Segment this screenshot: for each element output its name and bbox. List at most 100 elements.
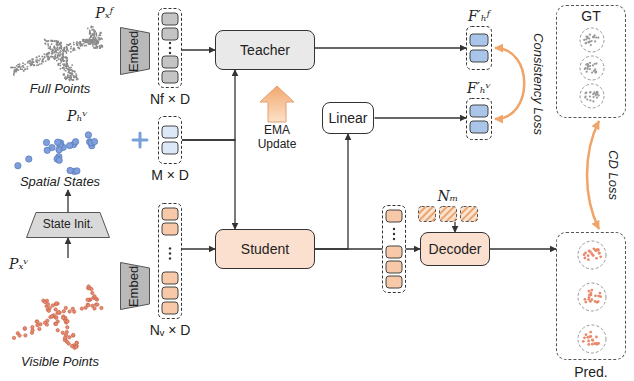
point: [57, 310, 60, 313]
point: [56, 52, 58, 54]
point: [62, 53, 64, 55]
point: [69, 80, 71, 82]
point: [94, 32, 96, 34]
point: [65, 330, 68, 333]
point: [62, 49, 64, 51]
point: [91, 291, 94, 294]
point: [63, 50, 65, 52]
point: [72, 139, 78, 145]
point: [84, 45, 86, 47]
point: [586, 98, 588, 100]
point: [56, 60, 58, 62]
point: [73, 44, 75, 46]
point: [66, 63, 68, 65]
point: [53, 50, 55, 52]
point: [50, 315, 53, 318]
sample-circle: [580, 56, 604, 80]
point: [594, 68, 596, 70]
point: [583, 336, 586, 339]
math-label: Pₓᵛ: [9, 256, 29, 272]
point: [589, 65, 591, 67]
point: [43, 321, 46, 324]
sample-circle: [580, 28, 604, 52]
point: [76, 44, 78, 46]
vis-node: PₓᵛVisible Points: [5, 258, 115, 370]
point: [85, 40, 87, 42]
point: [63, 74, 65, 76]
token: [162, 13, 178, 25]
point: [73, 70, 75, 72]
point: [594, 63, 596, 65]
token: [470, 105, 488, 117]
point: [67, 74, 69, 76]
point: [58, 52, 60, 54]
node-illustration: [466, 26, 492, 70]
node-text: Teacher: [240, 42, 290, 58]
mask-token: [440, 207, 457, 222]
point: [57, 54, 59, 56]
point: [54, 322, 57, 325]
ellipsis-dot: [393, 238, 395, 240]
point: [75, 76, 77, 78]
point: [16, 69, 18, 71]
point: [14, 70, 16, 72]
annotation-label: EMA Update: [244, 124, 310, 152]
point: [47, 53, 49, 55]
point: [595, 336, 598, 339]
point: [20, 67, 22, 69]
point: [55, 50, 57, 52]
point: [97, 42, 99, 44]
point: [52, 56, 54, 58]
point: [14, 67, 16, 69]
point: [54, 57, 56, 59]
point: [599, 255, 602, 258]
point: [56, 44, 58, 46]
ellipsis-dot: [169, 257, 171, 259]
point: [84, 306, 87, 309]
token: [470, 50, 488, 62]
point: [80, 43, 82, 45]
point: [42, 58, 44, 60]
point: [19, 63, 21, 65]
ellipsis-dot: [169, 247, 171, 249]
point: [94, 37, 96, 39]
point: [96, 47, 98, 49]
point: [44, 147, 50, 153]
math-label: Pₓᶠ: [95, 5, 113, 21]
embed-node: Embed: [120, 262, 150, 310]
point: [91, 304, 94, 307]
mask-token: [419, 207, 436, 222]
point: [67, 342, 70, 345]
point: [585, 333, 588, 336]
point: [96, 42, 98, 44]
point: [59, 50, 61, 52]
point: [598, 252, 601, 255]
point: [95, 39, 97, 41]
point: [31, 60, 33, 62]
point: [44, 56, 46, 58]
point: [63, 73, 65, 75]
point: [91, 138, 97, 144]
point: [91, 29, 93, 31]
point: [56, 40, 58, 42]
token: [162, 28, 178, 40]
point: [89, 32, 91, 34]
point: [589, 68, 591, 70]
point: [79, 41, 81, 43]
point: [70, 78, 72, 80]
point: [90, 39, 92, 41]
point: [61, 331, 64, 334]
point: [67, 44, 69, 46]
point: [585, 42, 587, 44]
point: [63, 74, 65, 76]
point: [66, 61, 68, 63]
point: [41, 63, 43, 65]
point: [94, 34, 96, 36]
point: [62, 63, 64, 65]
point: [49, 48, 51, 50]
point: [94, 43, 96, 45]
token: [470, 34, 488, 46]
point: [54, 58, 56, 60]
point: [592, 100, 594, 102]
point: [593, 96, 595, 98]
